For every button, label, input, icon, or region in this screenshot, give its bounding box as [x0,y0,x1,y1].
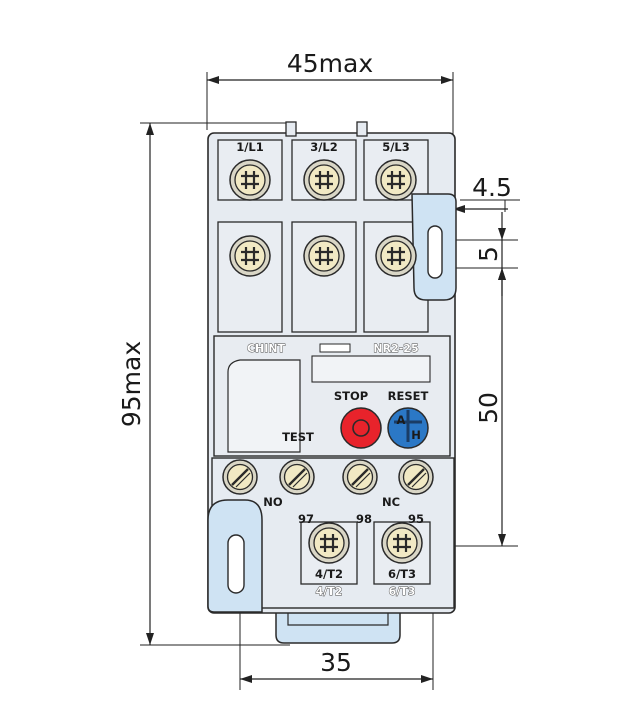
dial-window [227,359,301,453]
terminal-label-l2: 3/L2 [310,140,338,154]
terminal-screw-icon [302,234,346,278]
model-label: NR2-25 [373,342,418,355]
terminal-label-t3: 6/T3 [388,567,416,581]
terminal-screw-icon [307,521,351,565]
aux-screw-icon [397,458,435,496]
stop-button[interactable] [340,407,382,449]
terminal-label-t2: 4/T2 [315,567,343,581]
reset-label: RESET [388,389,429,403]
reset-h-label: H [411,428,421,442]
aux-number-95: 95 [408,512,424,526]
reset-a-label: A [397,413,406,427]
terminal-shadow-label-t3: 6/T3 [389,585,416,598]
mount-dimension-label: 50 [474,392,503,424]
terminal-screw-icon [228,234,272,278]
stop-label: STOP [334,389,368,403]
terminal-screw-icon [374,234,418,278]
height-dimension-label: 95max [117,341,146,427]
brand-label: CHINT [247,342,286,355]
aux-screw-icon [341,458,379,496]
top-terminal-block [217,139,429,333]
reset-button[interactable]: A H [387,407,429,449]
aux-screw-icon [221,458,259,496]
terminal-screw-icon [228,158,272,202]
terminal-label-l3: 5/L3 [382,140,410,154]
width-dimension-label: 45max [287,49,373,78]
aux-nc-label: NC [382,495,400,509]
aux-screw-icon [278,458,316,496]
side-offset-dimension-label: 4.5 [472,173,512,202]
terminal-screw-icon [374,158,418,202]
aux-number-98: 98 [356,512,372,526]
test-label: TEST [282,430,314,444]
aux-number-97: 97 [298,512,314,526]
lower-slot [227,534,245,594]
terminal-shadow-label-t2: 4/T2 [316,585,343,598]
slot-dimension-label: 5 [474,246,503,262]
terminal-screw-icon [302,158,346,202]
bottom-mount-dimension-label: 35 [320,648,352,677]
terminal-screw-icon [380,521,424,565]
upper-slot [427,225,443,279]
terminal-label-l1: 1/L1 [236,140,264,154]
aux-no-label: NO [263,495,283,509]
